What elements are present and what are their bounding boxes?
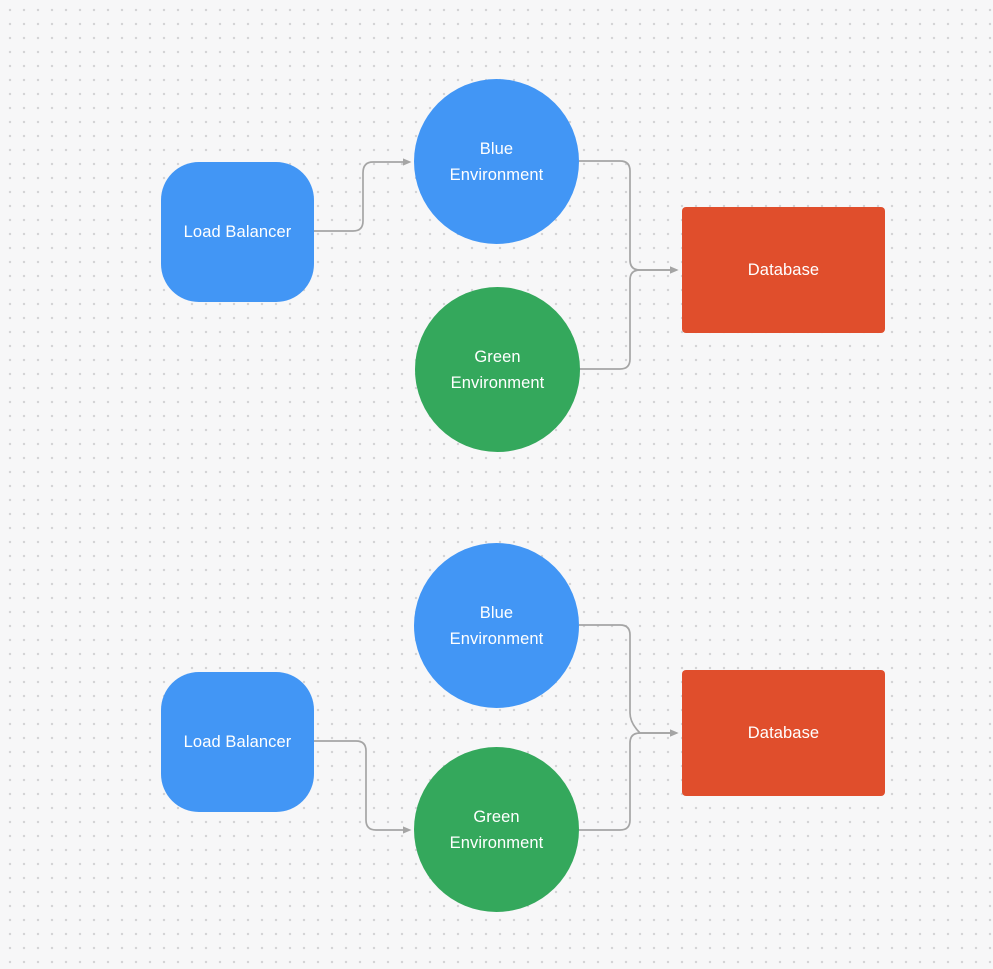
edge-top-load-balancer-to-blue-environment[interactable] [314, 158, 412, 232]
node-bottom-blue-environment[interactable]: Blue Environment [414, 543, 579, 708]
node-label-green-environment: Green Environment [450, 347, 545, 392]
node-label-blue-environment: Blue Environment [449, 603, 544, 648]
node-label-load-balancer: Load Balancer [183, 733, 292, 751]
edge-bottom-load-balancer-to-green-environment[interactable] [314, 740, 412, 834]
node-top-green-environment[interactable]: Green Environment [415, 287, 580, 452]
node-bottom-load-balancer[interactable]: Load Balancer [161, 672, 314, 812]
node-top-database[interactable]: Database [682, 207, 885, 333]
node-top-blue-environment[interactable]: Blue Environment [414, 79, 579, 244]
edge-bottom-green-environment-to-database[interactable] [579, 729, 679, 831]
edge-bottom-blue-environment-to-database[interactable] [579, 624, 679, 737]
edge-top-blue-environment-to-database[interactable] [579, 160, 679, 274]
node-label-green-environment: Green Environment [449, 807, 544, 852]
node-bottom-database[interactable]: Database [682, 670, 885, 796]
node-label-database: Database [747, 261, 820, 279]
node-top-load-balancer[interactable]: Load Balancer [161, 162, 314, 302]
node-label-load-balancer: Load Balancer [183, 223, 292, 241]
node-label-database: Database [747, 724, 820, 742]
node-label-blue-environment: Blue Environment [449, 139, 544, 184]
edge-top-green-environment-to-database[interactable] [579, 266, 679, 370]
node-bottom-green-environment[interactable]: Green Environment [414, 747, 579, 912]
